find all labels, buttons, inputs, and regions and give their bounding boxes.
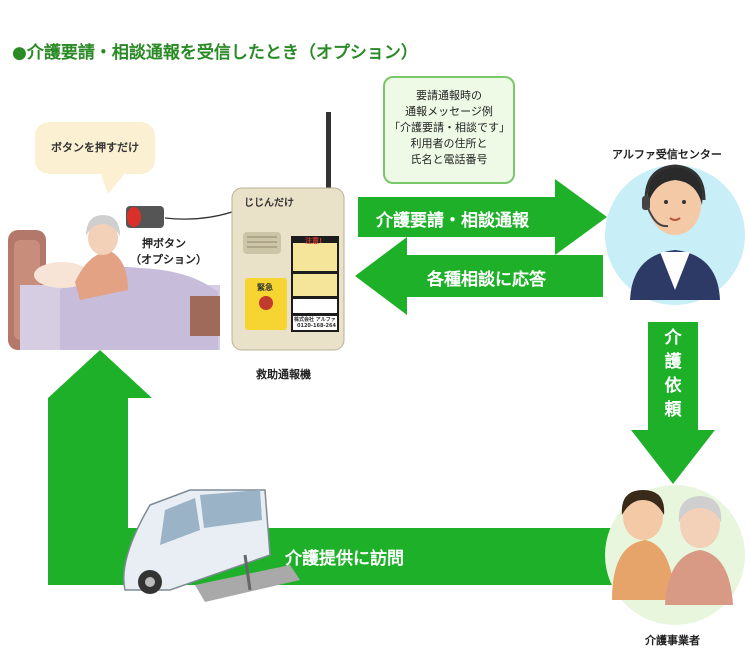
care-request-arrow	[631, 322, 715, 484]
page-title: ●介護要請・相談通報を受信したとき（オプション）	[12, 43, 418, 63]
message-line: 氏名と電話番号	[410, 153, 488, 166]
push-button-label-line: 押ボタン	[142, 237, 186, 250]
device-button-label: 緊急	[257, 283, 273, 292]
speech-bubble: ボタンを押すだけ	[35, 122, 155, 174]
message-line: 利用者の住所と	[410, 137, 488, 150]
response-arrow	[355, 237, 603, 315]
push-button-label: 押ボタン （オプション）	[130, 236, 207, 268]
device-phone: 0120-168-264	[297, 323, 336, 329]
care-request-char: 依	[664, 376, 682, 396]
care-request-label: 介 護 依 頼	[658, 326, 688, 422]
caregiver-illustration	[612, 490, 733, 605]
care-request-char: 護	[664, 352, 682, 372]
message-line: 要請通報時の	[416, 89, 482, 102]
operator-illustration	[630, 164, 720, 300]
message-example-box: 要請通報時の 通報メッセージ例 「介護要請・相談です」 利用者の住所と 氏名と電…	[383, 76, 515, 184]
communicator-device	[231, 112, 345, 351]
device-panel-header: 注意!	[305, 237, 323, 245]
van-illustration	[123, 489, 300, 602]
device-company: 株式会社 アルファ	[294, 317, 336, 323]
speech-bubble-tail	[100, 172, 126, 194]
request-arrow-label: 介護要請・相談通報	[376, 211, 529, 231]
response-arrow-label: 各種相談に応答	[427, 270, 546, 290]
message-line: 「介護要請・相談です」	[389, 121, 510, 134]
message-line: 通報メッセージ例	[405, 105, 493, 118]
care-request-char: 頼	[664, 400, 682, 420]
service-arrow-label: 介護提供に訪問	[285, 549, 404, 569]
device-name-label: 救助通報機	[256, 368, 311, 381]
bed-illustration	[8, 215, 220, 350]
push-button-label-line: （オプション）	[130, 253, 207, 266]
care-request-char: 介	[664, 328, 682, 348]
device-brand: じじんだけ	[244, 198, 294, 209]
push-button-device	[126, 206, 233, 228]
business-label: 介護事業者	[645, 634, 700, 647]
request-arrow	[358, 179, 607, 255]
center-label: アルファ受信センター	[612, 148, 722, 161]
